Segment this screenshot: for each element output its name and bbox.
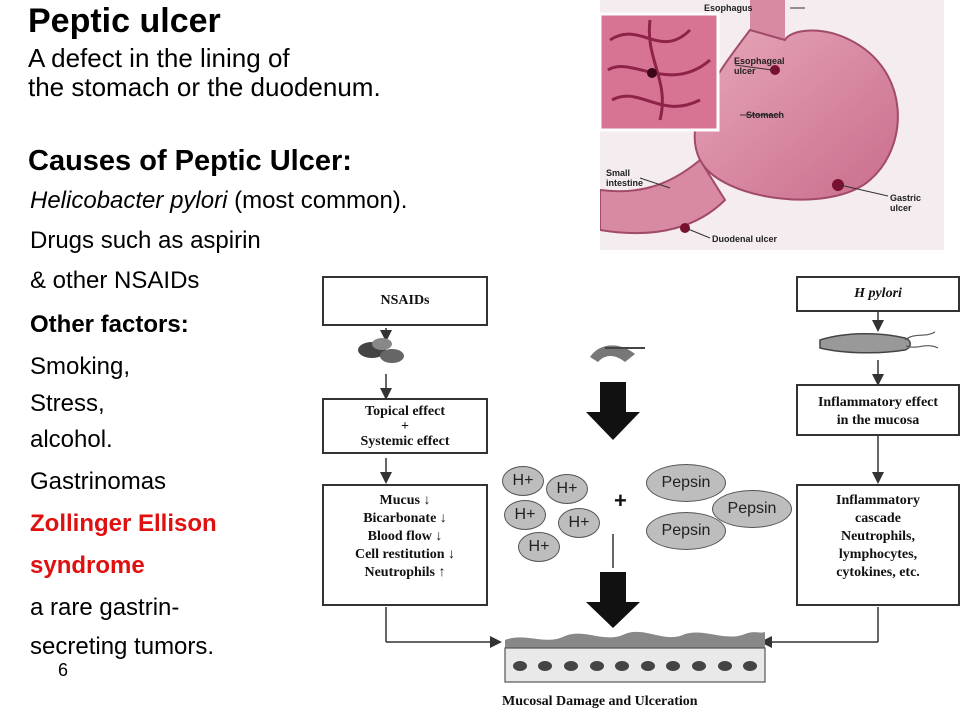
cell-nucleus — [743, 661, 758, 671]
label-duodenal-ulcer: Duodenal ulcer — [712, 234, 778, 244]
label-esophagus: Esophagus — [704, 3, 753, 13]
cell-nucleus — [717, 661, 732, 671]
mucosa-inset — [600, 12, 720, 132]
zes-line-2: syndrome — [30, 552, 145, 579]
label-gastric-ulcer-1: Gastric — [890, 193, 922, 203]
pepsin-molecule: Pepsin — [712, 490, 792, 528]
rare-line-1: a rare gastrin- — [30, 594, 180, 621]
defense-factors-box: Mucus ↓ Bicarbonate ↓ Blood flow ↓ Cell … — [322, 484, 488, 606]
label-esophageal-ulcer-2: ulcer — [734, 66, 756, 76]
big-down-arrow-bottom — [586, 572, 640, 628]
topical-effect-text: Topical effect — [365, 404, 445, 419]
cause-smoking: Smoking, — [30, 353, 131, 380]
inflammatory-cascade-box: Inflammatory cascade Neutrophils, lympho… — [796, 484, 960, 606]
systemic-effect-text: Systemic effect — [360, 434, 450, 449]
inflammatory-effect-line-2: in the mucosa — [836, 413, 920, 428]
cascade-line-3: Neutrophils, — [840, 529, 916, 544]
defense-item-neutrophils: Neutrophils ↑ — [364, 565, 446, 580]
result-caption: Mucosal Damage and Ulceration — [502, 694, 698, 709]
hydrogen-ion: H+ — [504, 500, 546, 530]
topical-systemic-box: Topical effect + Systemic effect — [322, 398, 488, 454]
hpylori-note: (most common). — [227, 187, 408, 214]
handshake-icon — [590, 345, 645, 362]
cascade-line-1: Inflammatory — [836, 493, 920, 508]
cascade-line-2: cascade — [855, 511, 901, 526]
hydrogen-ion: H+ — [502, 466, 544, 496]
cell-nucleus — [563, 661, 578, 671]
cascade-line-5: cytokines, etc. — [836, 565, 920, 580]
cell-nucleus — [512, 661, 527, 671]
cell-nucleus — [538, 661, 553, 671]
defense-item-blood-flow: Blood flow ↓ — [367, 529, 443, 544]
defense-item-mucus: Mucus ↓ — [379, 493, 431, 508]
cause-drugs-line-1: Drugs such as aspirin — [30, 227, 261, 254]
hpylori-name: Helicobacter pylori — [30, 187, 228, 214]
rare-line-2: secreting tumors. — [30, 633, 215, 660]
inflammatory-effect-line-1: Inflammatory effect — [817, 395, 939, 410]
page-title: Peptic ulcer — [28, 2, 221, 40]
cell-nucleus — [615, 661, 630, 671]
label-small-intestine-2: intestine — [606, 178, 644, 188]
cell-nucleus — [691, 661, 706, 671]
defense-item-cell-restitution: Cell restitution ↓ — [354, 547, 456, 562]
cause-gastrinomas: Gastrinomas — [30, 468, 167, 495]
inflammatory-effect-box: Inflammatory effect in the mucosa — [796, 384, 960, 436]
cause-hpylori: Helicobacter pylori (most common). — [30, 186, 407, 216]
bacterium-icon — [819, 331, 939, 354]
cell-nucleus — [666, 661, 681, 671]
cause-alcohol: alcohol. — [30, 426, 113, 453]
nsaids-box: NSAIDs — [322, 276, 488, 326]
slide-number: 6 — [58, 660, 69, 680]
pathogenesis-diagram: NSAIDs H pylori Topical effect + Systemi… — [300, 262, 960, 720]
definition: A defect in the lining of the stomach or… — [28, 44, 381, 102]
causes-heading: Causes of Peptic Ulcer: — [28, 145, 352, 177]
esophageal-ulcer-mark — [770, 65, 780, 75]
gastric-ulcer-mark — [832, 179, 844, 191]
big-down-arrow-top — [586, 382, 640, 440]
hpylori-box: H pylori — [796, 276, 960, 312]
hydrogen-ion: H+ — [546, 474, 588, 504]
cause-drugs-line-2: & other NSAIDs — [30, 267, 200, 294]
definition-line-1: A defect in the lining of — [28, 43, 290, 73]
duodenal-ulcer-mark — [680, 223, 690, 233]
cause-stress: Stress, — [30, 390, 105, 417]
plus-sign: + — [614, 488, 627, 513]
pepsin-molecule: Pepsin — [646, 464, 726, 502]
cell-nucleus — [640, 661, 655, 671]
label-gastric-ulcer-2: ulcer — [890, 203, 912, 213]
label-esophageal-ulcer-1: Esophageal — [734, 56, 785, 66]
hydrogen-ion: H+ — [558, 508, 600, 538]
pepsin-molecule: Pepsin — [646, 512, 726, 550]
other-factors-heading: Other factors: — [30, 311, 189, 338]
stomach-drawing — [600, 0, 899, 239]
zes-line-1: Zollinger Ellison — [30, 510, 217, 537]
definition-line-2: the stomach or the duodenum. — [28, 72, 381, 102]
hydrogen-ion: H+ — [518, 532, 560, 562]
label-small-intestine-1: Small — [606, 168, 631, 178]
mucosa-cell-row — [507, 654, 763, 678]
cell-nucleus — [589, 661, 604, 671]
topical-plus-text: + — [401, 419, 409, 434]
pills-icon — [358, 338, 404, 363]
label-stomach: Stomach — [746, 110, 785, 120]
stomach-anatomy-illustration: Esophagus Esophageal ulcer Stomach Small… — [600, 0, 944, 250]
defense-item-bicarbonate: Bicarbonate ↓ — [363, 511, 447, 526]
cascade-line-4: lymphocytes, — [838, 547, 918, 562]
